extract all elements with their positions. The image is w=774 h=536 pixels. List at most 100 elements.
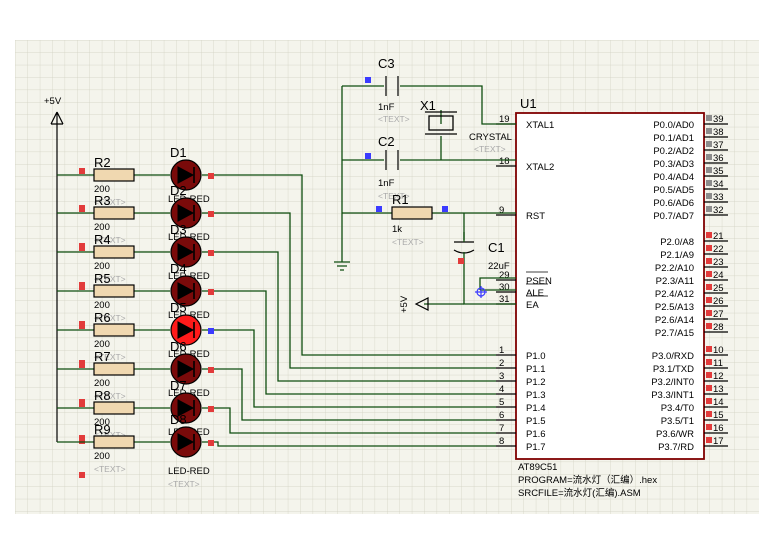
mcu-program: PROGRAM=流水灯（汇编）.hex	[518, 474, 657, 486]
mcu-pin-name: P3.0/RXD	[652, 351, 694, 362]
mcu-pin-name: RST	[526, 211, 545, 222]
supply-terminal[interactable]: +5V	[44, 96, 64, 442]
mcu-pin-name: P2.2/A10	[655, 263, 694, 274]
mcu-pin-name: P3.4/T0	[661, 403, 694, 414]
resistor-ref: R6	[94, 310, 111, 325]
mcu-pin-name: P2.4/A12	[655, 289, 694, 300]
ea-supply-terminal[interactable]: +5V	[399, 295, 429, 313]
mcu-pin-number: 11	[713, 358, 723, 369]
capacitor-c2[interactable]: C2 1nF <TEXT>	[365, 134, 410, 201]
supply-label: +5V	[44, 96, 62, 107]
r1-value: 1k	[392, 224, 402, 235]
crystal-x1[interactable]: X1 CRYSTAL <TEXT>	[420, 98, 512, 154]
led-ref: D4	[170, 261, 187, 276]
resistor-ref: R9	[94, 422, 111, 437]
r1-ref: R1	[392, 192, 409, 207]
mcu-pin-p1-3[interactable]: 4P1.3	[496, 384, 546, 401]
capacitor-c1[interactable]: C1 22uF	[453, 232, 510, 272]
mcu-pin-p1-0[interactable]: 1P1.0	[496, 345, 546, 362]
c3-value: 1nF	[378, 102, 395, 113]
mcu-pin-p1-6[interactable]: 7P1.6	[496, 423, 546, 440]
mcu-pin-number: 33	[713, 192, 724, 203]
mcu-pin-number: 15	[713, 410, 724, 421]
resistor-value: 200	[94, 378, 110, 389]
oscillator-circuit	[334, 85, 516, 271]
mcu-pin-p1-2[interactable]: 3P1.2	[496, 371, 546, 388]
mcu-pin-p1-5[interactable]: 6P1.5	[496, 410, 546, 427]
mcu-part: AT89C51	[518, 462, 557, 473]
led-ref: D5	[170, 300, 187, 315]
mcu-pin-p1-7[interactable]: 8P1.7	[496, 436, 546, 453]
mcu-body[interactable]	[515, 112, 705, 460]
mcu-pin-name: P2.1/A9	[660, 250, 694, 261]
led-ref: D2	[170, 183, 187, 198]
resistor-value: 200	[94, 184, 110, 195]
led-ref: D7	[170, 378, 187, 393]
mcu-pin-number: 9	[499, 205, 504, 216]
mcu-pin-name: P0.5/AD5	[653, 185, 694, 196]
mcu-pin-number: 21	[713, 231, 724, 242]
last-led-value: LED-RED	[168, 466, 210, 477]
mcu-pin-p1-4[interactable]: 5P1.4	[496, 397, 546, 414]
resistor-text: <TEXT>	[94, 430, 126, 440]
capacitor-c3[interactable]: C3 1nF <TEXT>	[365, 56, 410, 124]
x1-text: <TEXT>	[474, 144, 506, 154]
mcu-srcfile: SRCFILE=流水灯(汇编).ASM	[518, 487, 641, 499]
mcu-pin-name: P2.7/A15	[655, 328, 694, 339]
resistor-r1[interactable]: R1 1k <TEXT>	[376, 192, 448, 247]
c3-ref: C3	[378, 56, 395, 71]
mcu-pin-name: P3.3/INT1	[651, 390, 694, 401]
mcu-pin-number: 26	[713, 296, 724, 307]
mcu-pin-number: 34	[713, 179, 724, 190]
mcu-pin-name: P2.3/A11	[656, 276, 694, 287]
led-ref: D6	[170, 339, 187, 354]
c2-text: <TEXT>	[378, 191, 410, 201]
led-d8[interactable]: D8	[170, 412, 214, 458]
mcu-pin-name: P0.4/AD4	[653, 172, 694, 183]
mcu-pin-number: 31	[499, 294, 510, 305]
mcu-pin-p1-1[interactable]: 2P1.1	[496, 358, 546, 375]
mcu-pin-name: P1.4	[526, 403, 546, 414]
mcu-pin-number: 19	[499, 114, 510, 125]
mcu-u1[interactable]: U1 AT89C51 PROGRAM=流水灯（汇编）.hex SRCFILE=流…	[496, 96, 728, 499]
mcu-pin-name: P3.7/RD	[658, 442, 694, 453]
mcu-pin-name: XTAL1	[526, 120, 554, 131]
probe-crosshair[interactable]	[475, 286, 487, 298]
mcu-pin-number: 2	[499, 358, 504, 369]
